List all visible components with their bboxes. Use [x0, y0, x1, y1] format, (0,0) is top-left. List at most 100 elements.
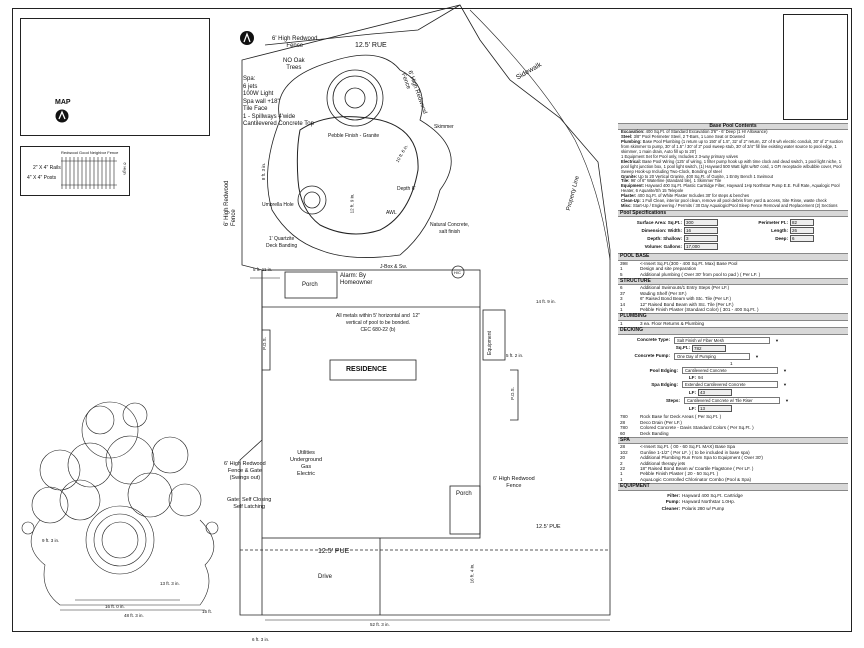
map-box: MAP: [20, 18, 210, 136]
base-contents-value: 3/8" Pool Perimeter Steel, 2 T-Bars, 1 L…: [632, 134, 745, 140]
base-contents-value: 400 Sq.Ft. of Standard Excavation 3'6" -…: [644, 129, 768, 135]
spa-edging-select[interactable]: Extended Cantilevered Concrete: [682, 381, 787, 389]
spa-row-desc: Gunline 1-1/2" ( Per LF. ) ( to be inclu…: [640, 449, 750, 455]
right-fence-low-label: 6' High Redwood Fence: [493, 476, 535, 489]
top-fence-label: 6' High Redwood Fence: [272, 36, 318, 49]
fence-legend-posts: 4" X 4" Posts: [27, 175, 57, 181]
pool-spec-label: Depth: Shallow:: [647, 236, 682, 242]
equipment-label: Filter:: [667, 492, 680, 498]
steps-select[interactable]: Cantilevered Concrete w/ Tile Riser: [684, 397, 789, 405]
pool-base-row-qty: 5: [620, 271, 623, 277]
structure-row-qty: 1: [620, 306, 623, 312]
steps-lf-input[interactable]: 13: [698, 405, 732, 413]
spa-row-qty: 20: [620, 455, 626, 461]
spa-note: Spa: 6 jets 100W Light Spa wall +18" Til…: [243, 76, 314, 127]
pebble-label: Pebble Finish - Granite: [328, 133, 380, 139]
pool-spec-label: Surface Area: Sq.Ft.:: [636, 220, 682, 226]
dim-14-9: 14 ft. 9 in.: [536, 299, 556, 304]
metals-note: All metals within 5' horizontal and 12" …: [336, 313, 420, 333]
pos-mark-top: P.O.S.: [261, 337, 267, 350]
pool-spec-value[interactable]: 82: [790, 219, 814, 227]
pos-mark-right: P.O.S.: [509, 387, 515, 400]
decking-row-qty: 28: [620, 419, 626, 425]
base-contents-line: Misc: Start-Up / Engineering / Permits /…: [621, 203, 845, 209]
base-contents-key: Electrical:: [621, 158, 642, 164]
structure-row-qty: 14: [620, 301, 626, 307]
pool-spec-value[interactable]: 26: [790, 227, 814, 235]
decking-form: Concrete Type:Salt Finish w/ Fiber Mesh …: [618, 335, 848, 415]
quartzite-label: 1' Quartzite Deck Banding: [266, 236, 298, 249]
spa-edging-lf-input[interactable]: 43: [698, 389, 732, 397]
plumbing-header: PLUMBING: [618, 313, 848, 321]
pool-spec-row: Depth: Shallow:3 Deep:6: [620, 235, 846, 243]
porch-bottom-label: Porch: [456, 491, 472, 497]
concrete-type-select[interactable]: Salt Finish w/ Fiber Mesh: [674, 336, 779, 344]
pue-mid-label: 12.5' PUE: [318, 548, 350, 555]
pool-base-row: 5 Additional plumbing ( Over 30' from poo…: [618, 272, 848, 277]
dim-12-9: 12 ft. 9 in.: [349, 193, 355, 214]
concrete-sqft-input[interactable]: 782: [692, 344, 726, 352]
pool-edging-select[interactable]: Cantilevered Concrete: [682, 367, 787, 374]
gate-note: Gate: Self Closing Self Latching: [227, 497, 272, 510]
concrete-pump-select[interactable]: One Day of Pumping: [674, 352, 759, 360]
pool-base-row-qty: 1: [620, 266, 623, 272]
map-label: MAP: [55, 99, 71, 106]
residence-label: RESIDENCE: [346, 366, 387, 373]
pool-specs-header: Pool Specifications: [618, 209, 848, 218]
concrete-type-label: Concrete Type:: [636, 337, 670, 343]
dim-52-3: 52 ft. 3 in.: [370, 622, 390, 627]
spa-row-qty: 102: [620, 449, 628, 455]
base-contents-header: Base Pool Contents: [618, 123, 848, 131]
equipment-row: Filter: Hayward 400 Sq.Ft. Cartridge: [620, 493, 846, 498]
pool-spec-value[interactable]: 3: [684, 235, 718, 243]
plumbing-row-desc: 3 ea. Floor Returns & Plumbing: [640, 320, 705, 326]
structure-row-qty: 3: [620, 296, 623, 302]
base-contents-line: Clean-Up: 1 Full Clean, interior pool cl…: [621, 198, 845, 204]
spa-row-desc: Pebble Finish Plaster ( 20 - 50 Sq.Ft. ): [640, 471, 719, 477]
equipment-value: Hayward Northstar 1.0Hp.: [682, 499, 736, 505]
pool-base-row-desc: Additional plumbing ( Over 30' from pool…: [640, 271, 761, 277]
dim-5-2: 5 ft. 2 in.: [506, 353, 524, 358]
spa-row: 102 Gunline 1-1/2" ( Per LF. ) ( to be in…: [618, 450, 848, 455]
skimmer-label: Skimmer: [434, 124, 454, 130]
equipment-row: Pump: Hayward Northstar 1.0Hp.: [620, 499, 846, 504]
pool-spec-value[interactable]: 17,000: [684, 243, 718, 251]
spa-row-desc: <-Insert Sq.Ft. ( 00 - 60 Sq.Ft. MAX) Ba…: [640, 444, 736, 450]
spa-edging-lf-label: LF:: [688, 390, 696, 396]
dim-13-3: 13 ft. 3 in.: [160, 581, 180, 586]
base-contents-key: Tile:: [621, 178, 630, 184]
pool-spec-value[interactable]: 6: [790, 235, 814, 243]
base-contents-value: Base Pool Plumbing (1 return up to 150' …: [621, 139, 843, 155]
spa-row: 20 Additional Plumbing Run From Spa to Eq…: [618, 455, 848, 460]
spa-header: SPA: [618, 437, 848, 445]
structure-row-desc: 6" Raised Bond Beam with Stc. Tile (Per …: [640, 296, 731, 302]
utilities-label: Utilities Underground Gas Electric: [290, 450, 323, 477]
base-contents-line: Excavation: 400 Sq.Ft. of Standard Excav…: [621, 129, 845, 135]
fence-legend-rails: 2" X 4" Rails: [33, 165, 61, 171]
dim-8-3: 8 ft. 3 in.: [261, 162, 267, 181]
fence-legend: Redwood Good Neighbor Fence 2" X 4" Rail…: [20, 146, 130, 196]
pool-spec-value[interactable]: 16: [684, 227, 718, 235]
structure-row-qty: 6: [620, 285, 623, 291]
base-contents-line: Steel: 3/8" Pool Perimeter Steel, 2 T-Ba…: [621, 134, 845, 140]
base-contents-line: Equipment: Hayward 400 Sq.Ft. Plastic Ca…: [621, 183, 845, 194]
pool-spec-value[interactable]: 300: [684, 219, 718, 227]
structure-row-desc: Additional Swimouts/1 Entry Steps (Per L…: [640, 285, 730, 291]
pool-spec-label: Deep:: [775, 236, 788, 242]
base-contents-key: Equipment:: [621, 183, 645, 189]
base-contents-line: 1 Equipment Set for Pool only, Includes …: [621, 154, 845, 160]
spa-row-desc: Additional Plumbing Run From Spa to Equi…: [640, 455, 763, 461]
structure-row-desc: Wading Shelf (Per SF.): [640, 290, 687, 296]
natural-concrete-label: Natural Concrete, salt finish: [430, 222, 470, 235]
base-contents-line: Tile: 96' of 6" Waterline (standard tile…: [621, 179, 845, 184]
